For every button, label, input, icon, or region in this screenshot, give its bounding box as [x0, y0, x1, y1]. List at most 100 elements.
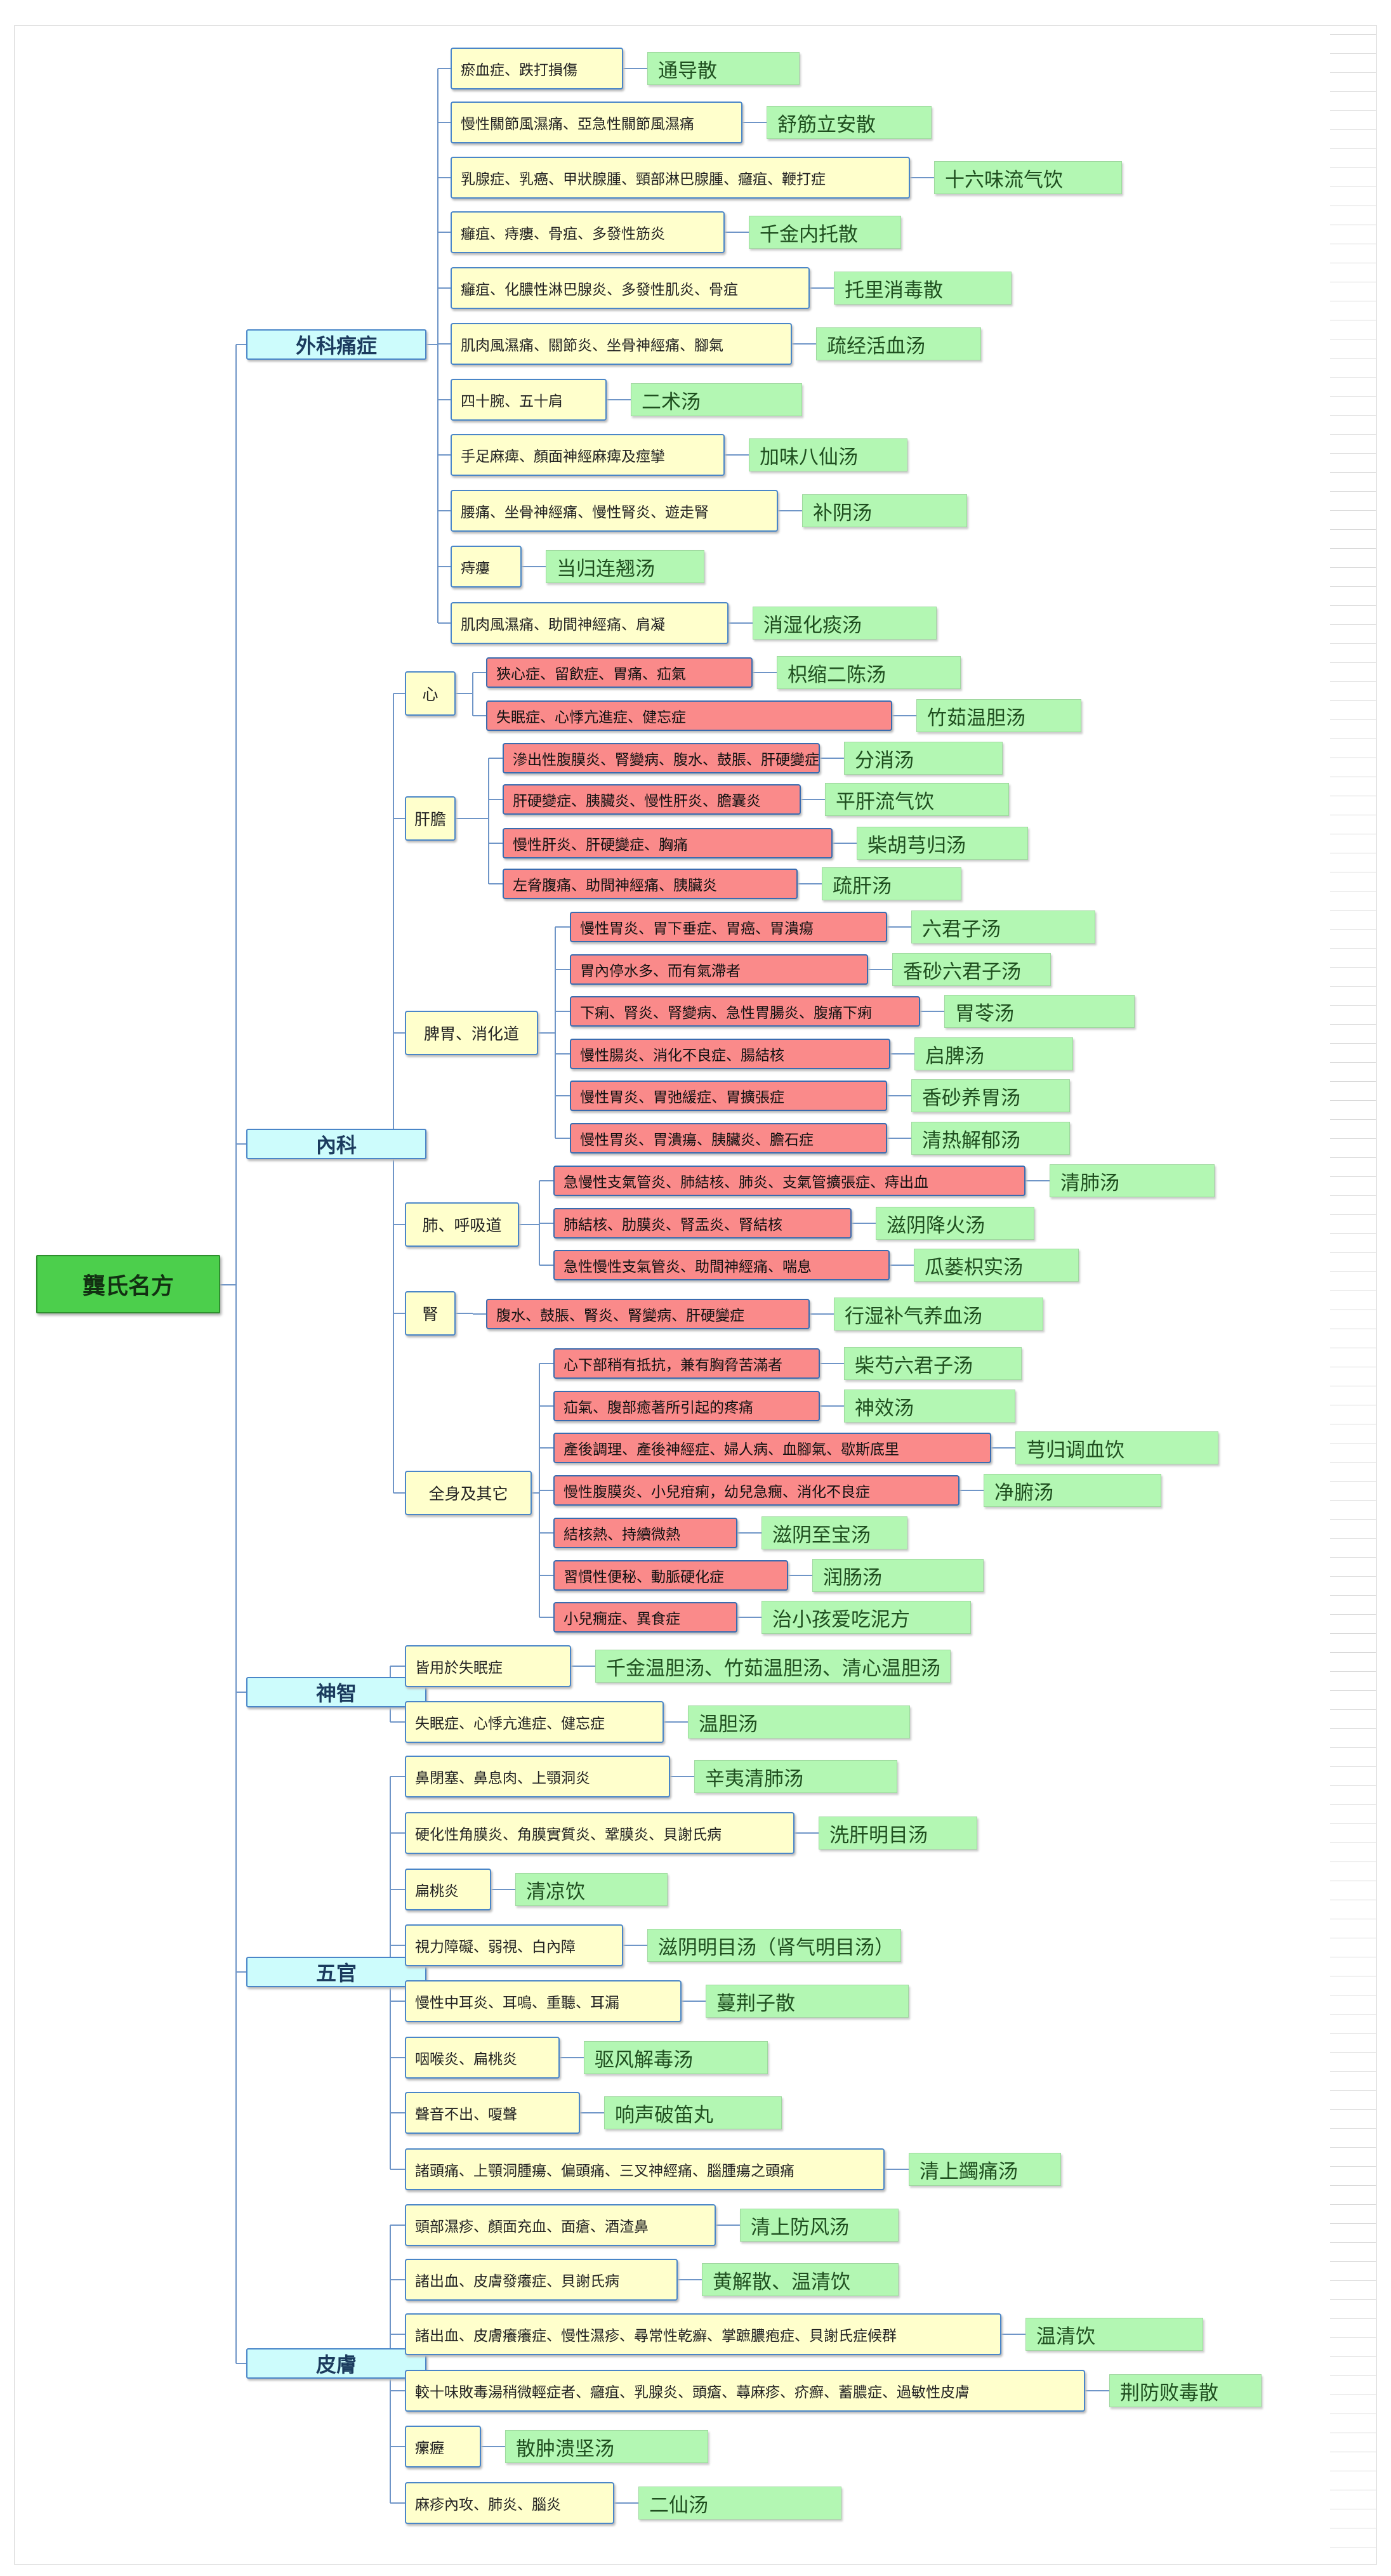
formula-3-7[interactable]: 清上蠲痛汤 [909, 2153, 1061, 2186]
ruler-line [1330, 1233, 1376, 1234]
ruler-line [1330, 2223, 1376, 2224]
ruler-line [1330, 1576, 1376, 1577]
ruler-line [1330, 491, 1376, 492]
symptom-1-5-1: 疝氣、腹部癒著所引起的疼痛 [553, 1391, 820, 1421]
formula-4-4[interactable]: 散肿溃坚汤 [505, 2430, 708, 2463]
formula-0-9[interactable]: 当归连翘汤 [546, 550, 704, 583]
formula-1-5-2[interactable]: 芎归调血饮 [1015, 1431, 1218, 1464]
formula-1-5-6[interactable]: 治小孩爱吃泥方 [761, 1601, 971, 1634]
formula-1-1-3[interactable]: 疏肝汤 [822, 867, 961, 900]
symptom-2-0: 皆用於失眠症 [405, 1645, 571, 1687]
symptom-3-2: 扁桃炎 [405, 1869, 491, 1910]
ruler-line [1330, 415, 1376, 416]
formula-1-4-0[interactable]: 行湿补气养血汤 [834, 1298, 1043, 1331]
ruler-line [1330, 1671, 1376, 1672]
formula-3-0[interactable]: 辛夷清肺汤 [694, 1760, 897, 1793]
symptom-1-2-2: 下痢、腎炎、腎變病、急性胃腸炎、腹痛下痢 [570, 996, 920, 1027]
symptom-3-6: 聲音不出、嗄聲 [405, 2092, 580, 2134]
ruler-line [1330, 148, 1376, 149]
formula-1-2-3[interactable]: 启脾汤 [914, 1037, 1073, 1070]
formula-1-5-1[interactable]: 神效汤 [844, 1390, 1015, 1423]
formula-4-5[interactable]: 二仙汤 [638, 2487, 841, 2520]
symptom-4-2: 諸出血、皮膚癢癢症、慢性濕疹、尋常性乾癬、掌蹠膿疱症、貝謝氏症候群 [405, 2313, 1001, 2355]
formula-1-2-0[interactable]: 六君子汤 [911, 910, 1095, 943]
ruler-line [1330, 129, 1376, 130]
formula-0-8[interactable]: 补阴汤 [802, 494, 967, 527]
formula-1-2-2[interactable]: 胃苓汤 [944, 995, 1135, 1028]
formula-0-0[interactable]: 通导散 [647, 52, 800, 85]
ruler-line [1330, 1804, 1376, 1805]
formula-1-5-4[interactable]: 滋阴至宝汤 [761, 1516, 907, 1549]
ruler-line [1330, 1043, 1376, 1044]
symptom-3-4: 慢性中耳炎、耳鳴、重聽、耳漏 [405, 1980, 682, 2022]
ruler-line [1330, 53, 1376, 54]
formula-1-0-0[interactable]: 枳缩二陈汤 [777, 656, 961, 689]
formula-3-4[interactable]: 蔓荆子散 [706, 1985, 909, 2018]
ruler-line [1330, 1785, 1376, 1786]
ruler-line [1330, 548, 1376, 549]
formula-0-3[interactable]: 千金内托散 [749, 216, 901, 249]
formula-0-1[interactable]: 舒筋立安散 [767, 106, 932, 139]
formula-1-1-2[interactable]: 柴胡芎归汤 [857, 827, 1028, 860]
formula-1-5-0[interactable]: 柴芍六君子汤 [844, 1347, 1022, 1380]
symptom-0-2: 乳腺症、乳癌、甲狀腺腫、頸部淋巴腺腫、癰疽、鞭打症 [451, 157, 910, 199]
symptom-1-5-6: 小兒癇症、異食症 [553, 1602, 737, 1633]
ruler-line [1330, 1747, 1376, 1748]
subgroup-5: 全身及其它 [405, 1471, 532, 1515]
formula-3-1[interactable]: 洗肝明目汤 [819, 1817, 977, 1850]
ruler-line [1330, 1481, 1376, 1482]
formula-0-5[interactable]: 疏经活血汤 [816, 327, 981, 360]
formula-0-10[interactable]: 消湿化痰汤 [753, 607, 937, 640]
formula-0-2[interactable]: 十六味流气饮 [934, 161, 1122, 194]
formula-4-0[interactable]: 清上防风汤 [740, 2209, 899, 2242]
formula-1-3-1[interactable]: 滋阴降火汤 [876, 1207, 1034, 1240]
formula-3-3[interactable]: 滋阴明目汤（肾气明目汤） [647, 1929, 901, 1962]
ruler-line [1330, 2128, 1376, 2129]
formula-3-6[interactable]: 响声破笛丸 [604, 2096, 782, 2129]
formula-1-2-4[interactable]: 香砂养胃汤 [911, 1079, 1070, 1112]
ruler-line [1330, 1614, 1376, 1615]
ruler-line [1330, 1157, 1376, 1158]
formula-1-5-3[interactable]: 净腑汤 [984, 1474, 1161, 1507]
ruler-line [1330, 624, 1376, 625]
symptom-4-0: 頭部濕疹、顏面充血、面瘡、酒渣鼻 [405, 2204, 716, 2246]
formula-1-1-1[interactable]: 平肝流气饮 [825, 783, 1009, 816]
ruler-line [1330, 662, 1376, 663]
formula-1-5-5[interactable]: 润肠汤 [812, 1559, 984, 1592]
ruler-line [1330, 1557, 1376, 1558]
ruler-line [1330, 700, 1376, 701]
ruler-line [1330, 2337, 1376, 2338]
ruler-line [1330, 986, 1376, 987]
formula-4-3[interactable]: 荆防败毒散 [1109, 2374, 1262, 2407]
formula-0-7[interactable]: 加味八仙汤 [749, 438, 907, 471]
formula-1-3-0[interactable]: 清肺汤 [1050, 1164, 1215, 1197]
formula-4-1[interactable]: 黄解散、温清饮 [702, 2263, 899, 2296]
formula-2-1[interactable]: 温胆汤 [688, 1705, 910, 1738]
symptom-1-2-5: 慢性胃炎、胃潰瘍、胰臟炎、膽石症 [570, 1123, 887, 1153]
symptom-1-1-1: 肝硬變症、胰臟炎、慢性肝炎、膽囊炎 [503, 784, 801, 815]
ruler-line [1330, 605, 1376, 606]
category-4: 皮膚 [246, 2348, 426, 2379]
formula-0-4[interactable]: 托里消毒散 [834, 272, 1012, 305]
symptom-3-1: 硬化性角膜炎、角膜實質炎、鞏膜炎、貝謝氏病 [405, 1812, 794, 1854]
subgroup-0: 心 [405, 671, 456, 716]
formula-1-2-1[interactable]: 香砂六君子汤 [892, 953, 1051, 986]
formula-4-2[interactable]: 温清饮 [1025, 2318, 1203, 2351]
formula-3-2[interactable]: 清凉饮 [515, 1873, 668, 1906]
symptom-1-0-0: 狹心症、留飲症、胃痛、疝氣 [486, 657, 753, 688]
formula-3-5[interactable]: 驱风解毒汤 [584, 2041, 768, 2074]
formula-2-0[interactable]: 千金温胆汤、竹茹温胆汤、清心温胆汤 [595, 1650, 951, 1683]
formula-1-2-5[interactable]: 清热解郁汤 [911, 1122, 1070, 1155]
symptom-0-4: 癰疽、化膿性淋巴腺炎、多發性肌炎、骨疽 [451, 267, 810, 309]
formula-0-6[interactable]: 二术汤 [631, 383, 802, 416]
category-0: 外科痛症 [246, 329, 426, 360]
ruler-line [1330, 1252, 1376, 1253]
ruler-line [1330, 510, 1376, 511]
formula-1-0-1[interactable]: 竹茹温胆汤 [916, 699, 1081, 732]
formula-1-1-0[interactable]: 分消汤 [844, 742, 1003, 775]
subgroup-2: 脾胃、消化道 [405, 1011, 538, 1055]
formula-1-3-2[interactable]: 瓜蒌枳实汤 [914, 1249, 1079, 1282]
ruler-line [1330, 396, 1376, 397]
ruler-line [1330, 948, 1376, 949]
ruler-line [1330, 1081, 1376, 1082]
